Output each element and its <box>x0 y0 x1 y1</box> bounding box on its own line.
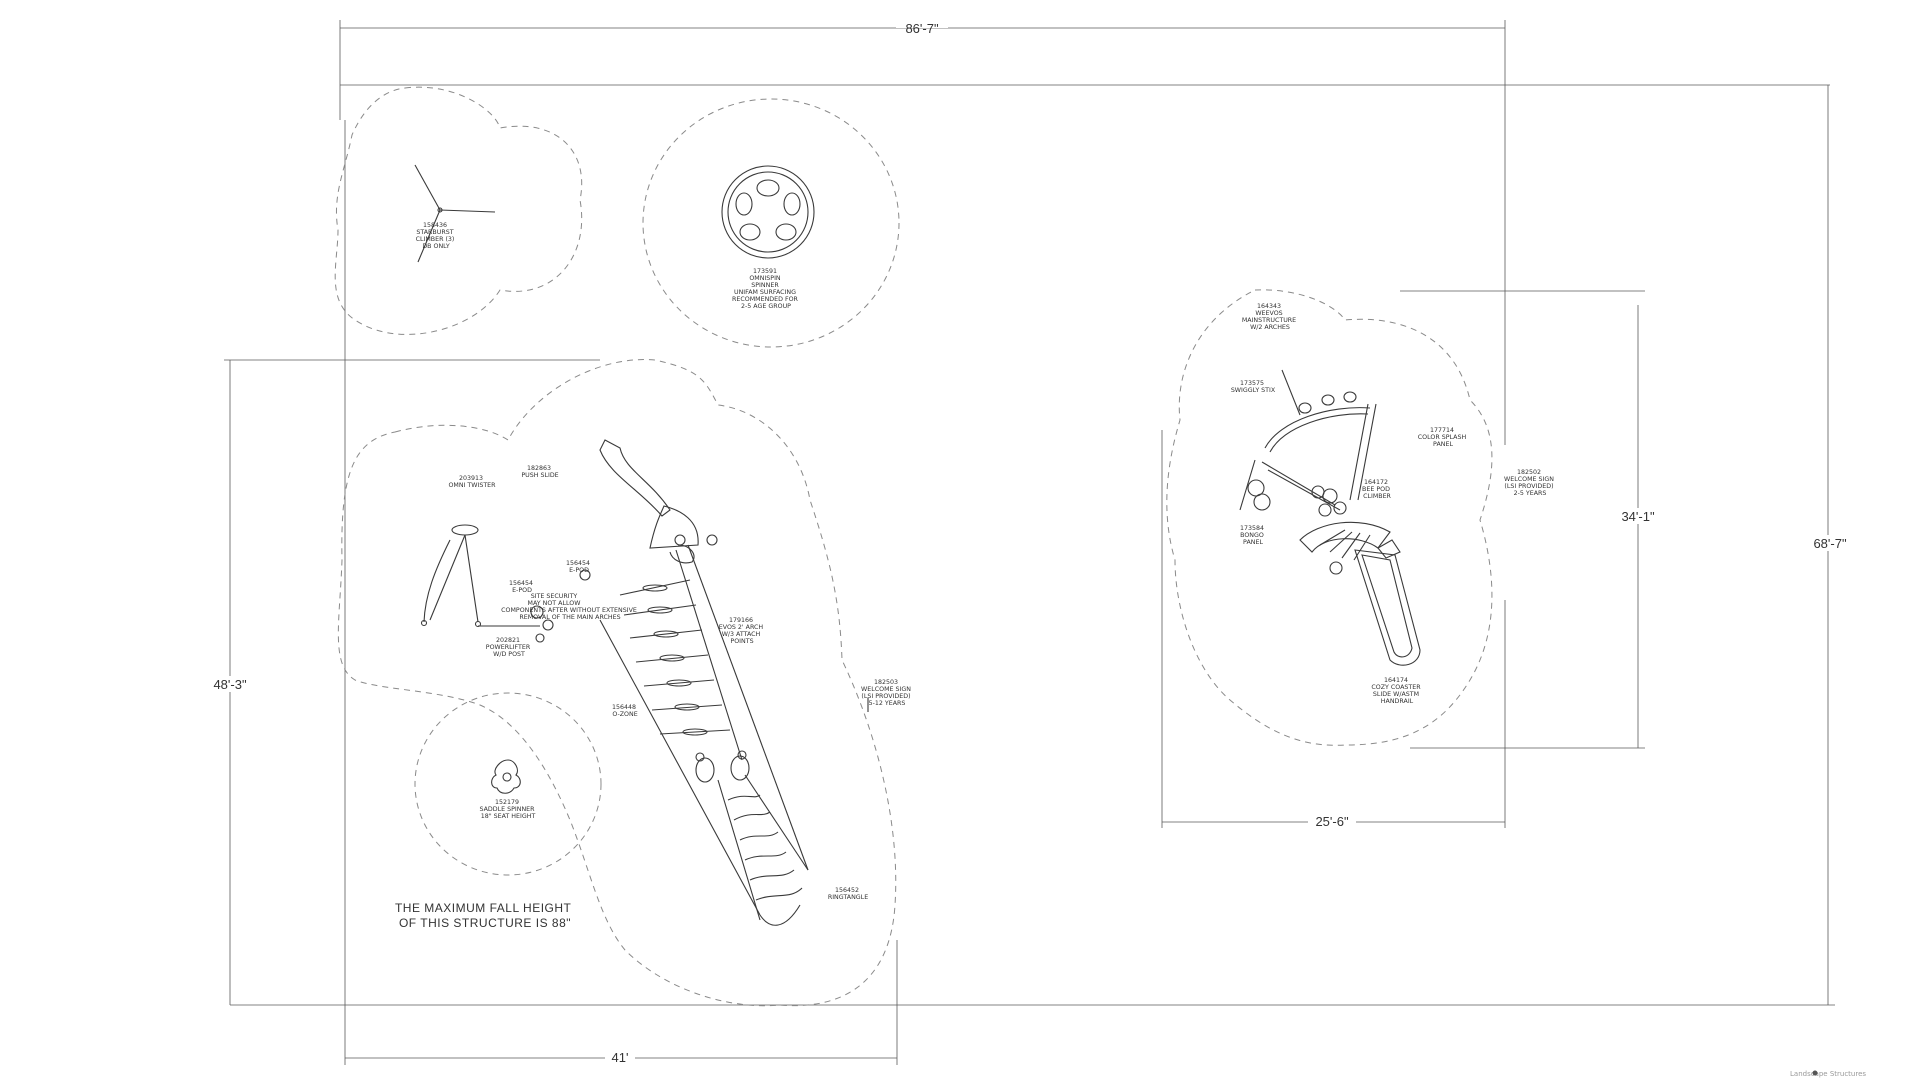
starburst-climber <box>414 164 496 263</box>
zone-starburst <box>334 86 583 335</box>
saddle-spinner <box>491 759 521 794</box>
label-cozy-coaster: 164174 COZY COASTER SLIDE W/ASTM HANDRAI… <box>1371 677 1422 705</box>
zone-main-structure <box>337 359 897 1007</box>
zone-weevos <box>1166 289 1493 746</box>
dim-right-height: 34'-1" <box>1621 509 1655 524</box>
label-e-pod-a: 156454 E-POD <box>566 560 592 574</box>
main-structure <box>530 439 809 926</box>
label-powerlifter: 202821 POWERLIFTER W/D POST <box>486 637 532 658</box>
omni-twister <box>420 524 540 628</box>
label-color-splash: 177714 COLOR SPLASH PANEL <box>1418 427 1468 448</box>
label-evos-arch: 179166 EVOS 2' ARCH W/3 ATTACH POINTS <box>719 617 765 645</box>
label-welcome-sign-a: 182503 WELCOME SIGN (LSI PROVIDED) 5-12 … <box>861 679 913 707</box>
label-bongo: 173584 BONGO PANEL <box>1240 525 1266 546</box>
label-omni-twister: 203913 OMNI TWISTER <box>448 475 496 489</box>
fall-height-note: THE MAXIMUM FALL HEIGHT OF THIS STRUCTUR… <box>395 901 575 930</box>
registered-mark-icon <box>1812 1070 1818 1076</box>
weevos-structure <box>1239 369 1421 666</box>
label-welcome-sign-b: 182502 WELCOME SIGN (LSI PROVIDED) 2-5 Y… <box>1504 469 1556 497</box>
zone-saddle-spinner <box>414 692 602 876</box>
zone-omnispin <box>642 98 900 348</box>
use-zones <box>334 86 1493 1007</box>
dim-left-width: 41' <box>612 1050 629 1065</box>
label-weevos: 164343 WEEVOS MAINSTRUCTURE W/2 ARCHES <box>1242 303 1298 331</box>
dim-overall-height: 68'-7" <box>1813 536 1847 551</box>
watermark: Landscape Structures <box>1790 1070 1866 1078</box>
label-site-note: SITE SECURITY MAY NOT ALLOW COMPONENTS A… <box>501 593 639 621</box>
label-push-slide: 182863 PUSH SLIDE <box>521 465 558 479</box>
dim-right-width: 25'-6" <box>1315 814 1349 829</box>
label-omnispin: 173591 OMNISPIN SPINNER UNIFAM SURFACING… <box>732 268 800 310</box>
label-e-pod-b: 156454 E-POD <box>509 580 535 594</box>
label-ringtangle: 156452 RINGTANGLE <box>828 887 868 901</box>
label-swiggly: 173575 SWIGGLY STIX <box>1231 380 1276 394</box>
label-bee-pod: 164172 BEE POD CLIMBER <box>1362 479 1392 500</box>
equipment-labels: 158436 STARBURST CLIMBER (3) DB ONLY 173… <box>416 222 1556 901</box>
label-starburst: 158436 STARBURST CLIMBER (3) DB ONLY <box>416 222 457 250</box>
dim-overall-width: 86'-7" <box>905 21 939 36</box>
dim-left-height: 48'-3" <box>213 677 247 692</box>
label-saddle-spinner: 152179 SADDLE SPINNER 18" SEAT HEIGHT <box>479 799 536 820</box>
omnispin-spinner <box>721 165 815 259</box>
label-o-zone: 156448 O-ZONE <box>612 704 638 718</box>
